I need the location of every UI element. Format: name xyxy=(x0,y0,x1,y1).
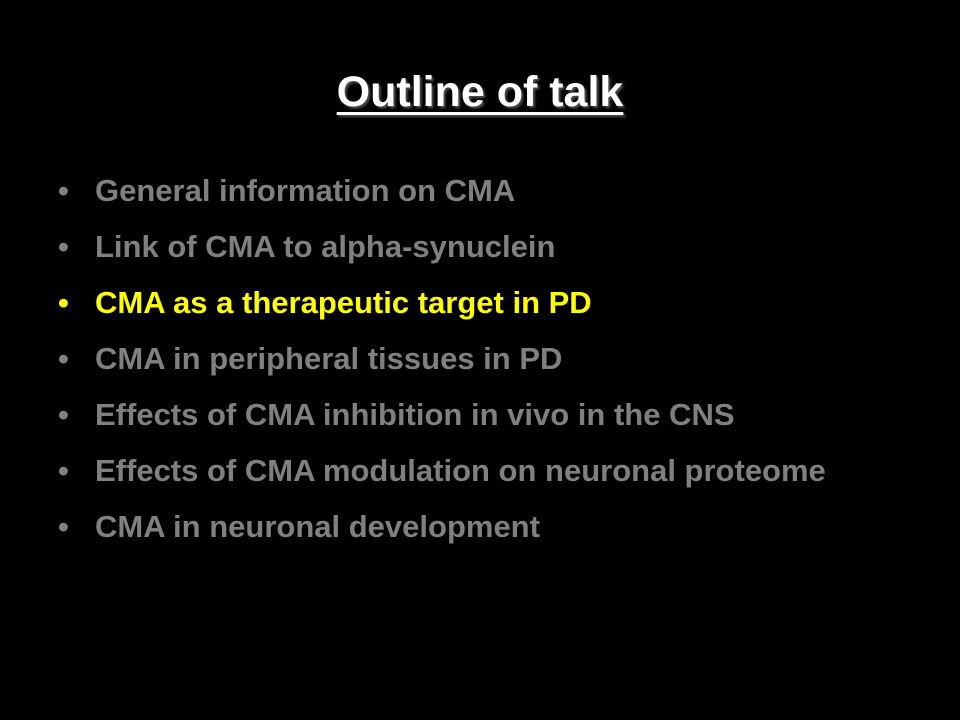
list-item: • CMA in peripheral tissues in PD xyxy=(58,338,918,379)
bullet-icon: • xyxy=(58,453,69,488)
list-item-text: CMA in peripheral tissues in PD xyxy=(95,341,563,376)
list-item-text: Link of CMA to alpha-synuclein xyxy=(95,229,556,264)
bullet-icon: • xyxy=(58,285,69,320)
list-item-text: General information on CMA xyxy=(95,173,516,208)
bullet-icon: • xyxy=(58,397,69,432)
list-item: • CMA in neuronal development xyxy=(58,506,918,547)
list-item-highlighted: • CMA as a therapeutic target in PD xyxy=(58,282,918,323)
list-item: • Effects of CMA inhibition in vivo in t… xyxy=(58,394,918,435)
bullet-icon: • xyxy=(58,229,69,264)
list-item: • Effects of CMA modulation on neuronal … xyxy=(58,450,918,491)
bullet-icon: • xyxy=(58,341,69,376)
list-item-text: Effects of CMA modulation on neuronal pr… xyxy=(95,453,826,488)
outline-list: • General information on CMA • Link of C… xyxy=(58,170,918,562)
bullet-icon: • xyxy=(58,173,69,208)
list-item-text: CMA as a therapeutic target in PD xyxy=(95,285,592,320)
list-item-text: CMA in neuronal development xyxy=(95,509,540,544)
list-item: • General information on CMA xyxy=(58,170,918,211)
slide-title: Outline of talk xyxy=(336,68,624,116)
list-item: • Link of CMA to alpha-synuclein xyxy=(58,226,918,267)
list-item-text: Effects of CMA inhibition in vivo in the… xyxy=(95,397,735,432)
bullet-icon: • xyxy=(58,509,69,544)
